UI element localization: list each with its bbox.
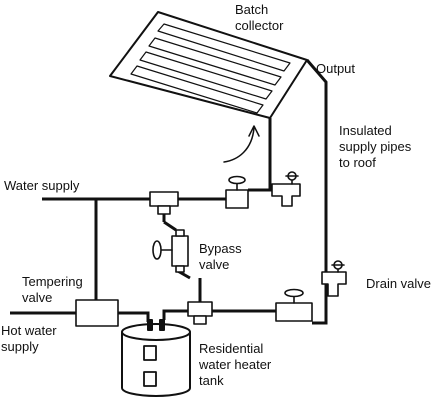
- label-hot-water-supply: Hot water supply: [1, 323, 57, 354]
- label-output: Output: [316, 61, 356, 76]
- label-water-supply: Water supply: [4, 178, 80, 193]
- upper-spigot-valve: [271, 171, 301, 207]
- label-residential-water-heater-tank: Residential water heater tank: [199, 341, 272, 388]
- flow-arrow: [223, 125, 260, 163]
- bypass-valve-body: [152, 229, 189, 273]
- supply-gate-valve: [225, 175, 249, 209]
- label-batch-collector: Batch collector: [235, 2, 284, 33]
- water-heater-tank: [121, 319, 191, 397]
- batch-collector: [109, 11, 308, 119]
- label-drain-valve: Drain valve: [366, 276, 432, 291]
- lower-gate-valve: [275, 288, 313, 322]
- lower-tee-fitting: [187, 301, 213, 325]
- drain-valve-body: [321, 260, 347, 297]
- label-insulated-supply-pipes: Insulated supply pipes to roof: [339, 123, 412, 170]
- supply-tee-fitting: [149, 191, 179, 215]
- collector-tubes: [130, 23, 291, 114]
- label-tempering-valve: Tempering valve: [22, 274, 83, 305]
- label-bypass-valve: Bypass valve: [199, 241, 242, 272]
- tempering-valve-body: [75, 299, 119, 327]
